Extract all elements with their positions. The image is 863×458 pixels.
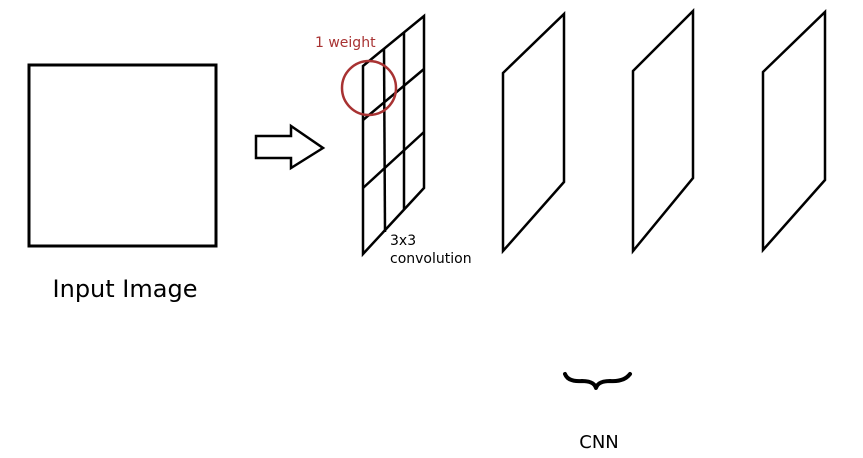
input-image-box <box>27 63 218 248</box>
cnn-label: CNN <box>579 432 619 453</box>
weight-label: 1 weight <box>315 35 376 51</box>
curly-brace-icon <box>563 372 632 390</box>
arrow-right-icon <box>254 123 326 171</box>
feature-map-plane-1 <box>501 11 566 255</box>
input-image-label: Input Image <box>53 275 198 303</box>
convolution-kernel-plane <box>361 13 426 258</box>
feature-map-plane-2 <box>631 7 695 255</box>
weight-highlight-circle <box>340 59 398 117</box>
convolution-label-line2: convolution <box>390 251 472 267</box>
convolution-label-line1: 3x3 <box>390 233 416 249</box>
feature-map-plane-3 <box>761 9 827 254</box>
